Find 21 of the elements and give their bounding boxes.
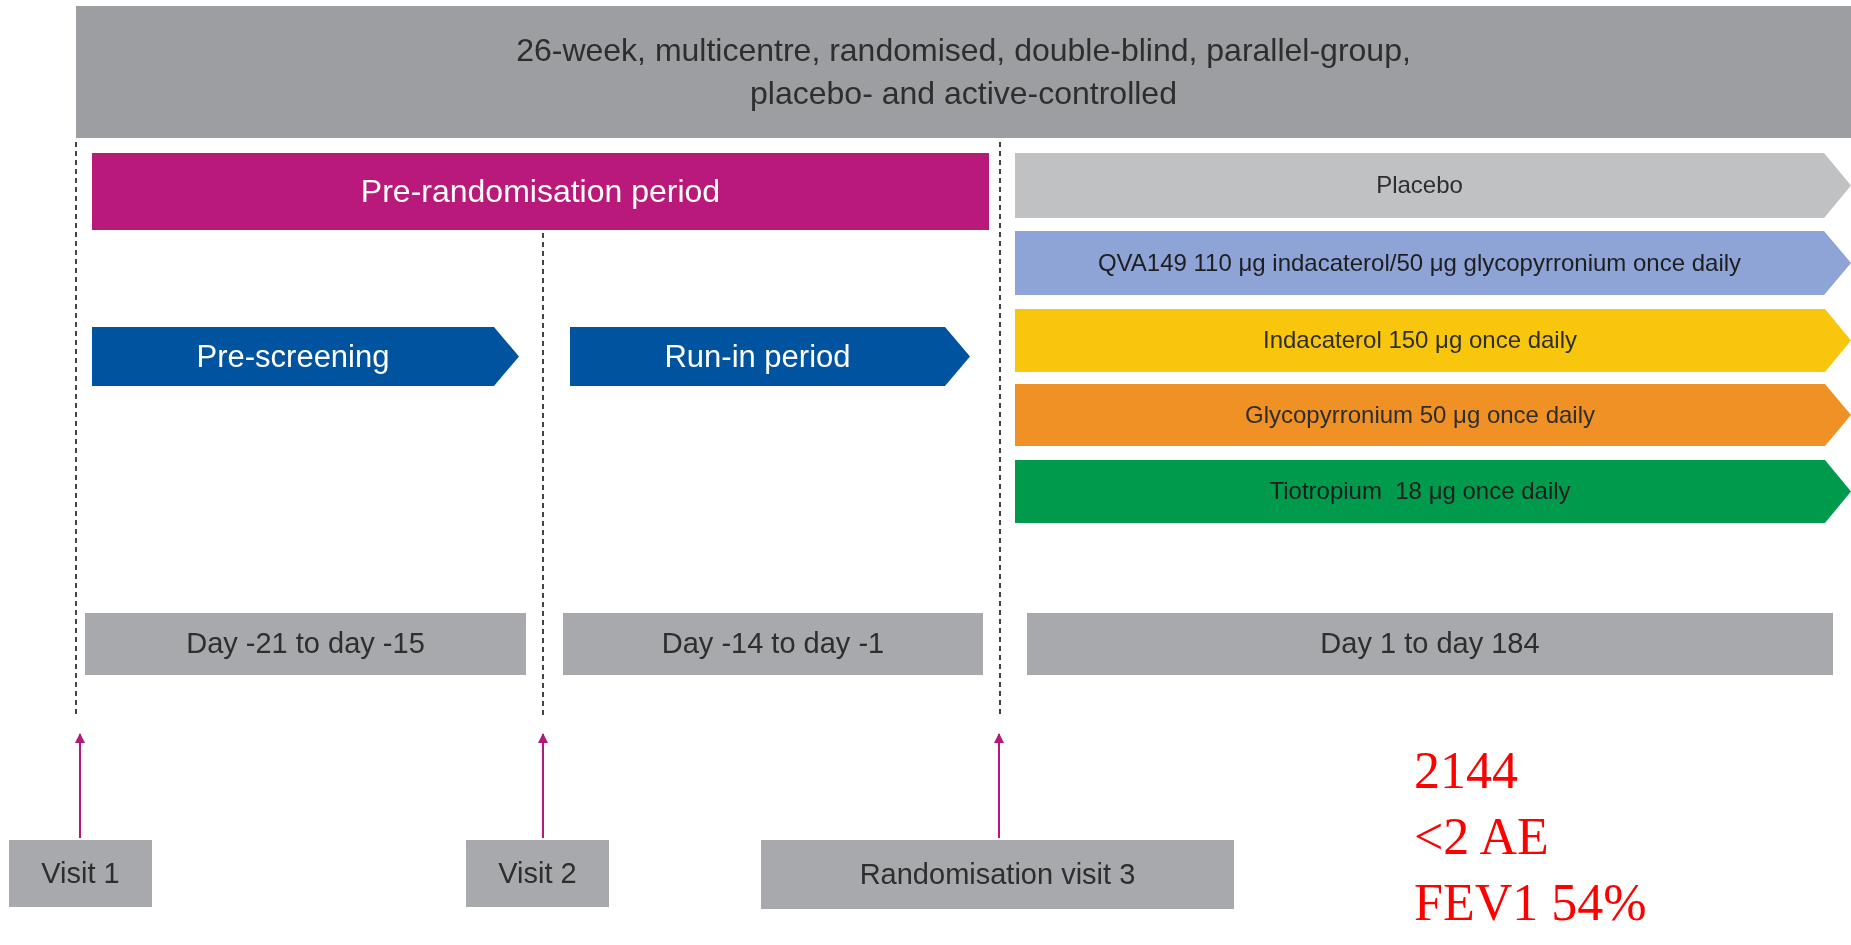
annotation-text: 2144 [1414,741,1518,801]
phase-banner: Pre-screening [92,327,519,386]
treatment-banner: QVA149 110 μg indacaterol/50 μg glycopyrronium once daily [1015,231,1851,295]
duration-box: Day -14 to day -1 [563,613,983,675]
visit-box: Randomisation visit 3 [761,840,1234,909]
period-bar: Pre-randomisation period [92,153,989,230]
phase-banner: Run-in period [570,327,970,386]
treatment-banner: Indacaterol 150 μg once daily [1015,309,1851,372]
arrow [994,733,1004,839]
duration-box: Day -21 to day -15 [85,613,526,675]
treatment-banner: Placebo [1015,153,1851,218]
visit-box: Visit 1 [9,840,152,907]
treatment-banner: Glycopyrronium 50 μg once daily [1015,384,1851,446]
visit-box: Visit 2 [466,840,609,907]
annotation-text: FEV1 54% [1414,873,1647,933]
arrow [75,733,85,839]
duration-box: Day 1 to day 184 [1027,613,1833,675]
annotation-text: <2 AE [1414,807,1549,867]
arrow [538,733,548,839]
treatment-banner: Tiotropium 18 μg once daily [1015,460,1851,523]
title-banner: 26-week, multicentre, randomised, double-blind, parallel-group, placebo- and active-controlled [76,6,1851,138]
